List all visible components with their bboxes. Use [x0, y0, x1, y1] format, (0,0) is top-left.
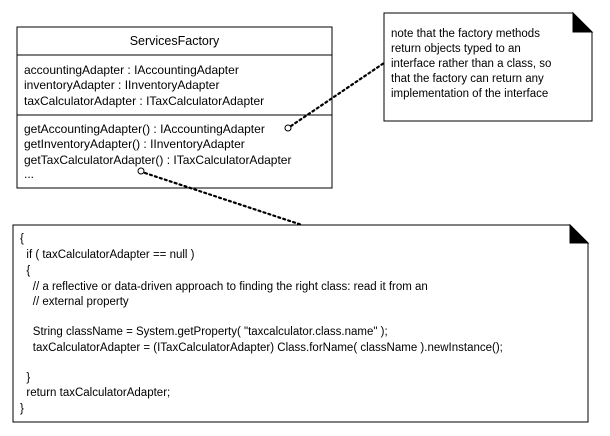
class-operation: getTaxCalculatorAdapter() : ITaxCalculat… — [24, 153, 292, 167]
class-operation: getInventoryAdapter() : IInventoryAdapte… — [24, 137, 245, 151]
code-line: { — [20, 233, 24, 245]
code-line: if ( taxCalculatorAdapter == null ) — [20, 249, 195, 261]
code-line: } — [20, 372, 31, 384]
class-operation: ... — [24, 167, 35, 181]
class-box-outline — [16, 26, 333, 189]
note-top-outline — [383, 12, 593, 122]
code-line: String className = System.getProperty( "… — [20, 326, 388, 338]
note-top-line: implementation of the interface — [391, 88, 549, 100]
code-line: return taxCalculatorAdapter; — [20, 387, 171, 399]
class-attribute: accountingAdapter : IAccountingAdapter — [24, 63, 239, 77]
class-operation: getAccountingAdapter() : IAccountingAdap… — [24, 122, 265, 136]
note-code-outline — [12, 224, 589, 423]
class-attribute: taxCalculatorAdapter : ITaxCalculatorAda… — [24, 94, 265, 108]
class-name: ServicesFactory — [129, 34, 220, 48]
note-top-line: return objects typed to an — [391, 43, 521, 55]
code-line: taxCalculatorAdapter = (ITaxCalculatorAd… — [20, 342, 503, 354]
code-line: { — [20, 265, 31, 277]
connector-accounting-to-note — [289, 61, 386, 128]
note-top-line: note that the factory methods — [391, 28, 540, 40]
code-line: // external property — [20, 296, 129, 308]
note-top-dogear — [572, 11, 594, 33]
connector-accounting-anchor — [284, 124, 292, 132]
note-code-dogear — [569, 223, 590, 244]
code-line: } — [20, 403, 24, 415]
class-attribute: inventoryAdapter : IInventoryAdapter — [24, 78, 220, 92]
connector-tax-to-code — [143, 171, 304, 227]
note-top-line: interface rather than a class, so — [391, 58, 552, 70]
code-line: // a reflective or data-driven approach … — [20, 281, 428, 293]
note-top-line: that the factory can return any — [391, 73, 544, 85]
connector-tax-anchor — [137, 167, 145, 175]
